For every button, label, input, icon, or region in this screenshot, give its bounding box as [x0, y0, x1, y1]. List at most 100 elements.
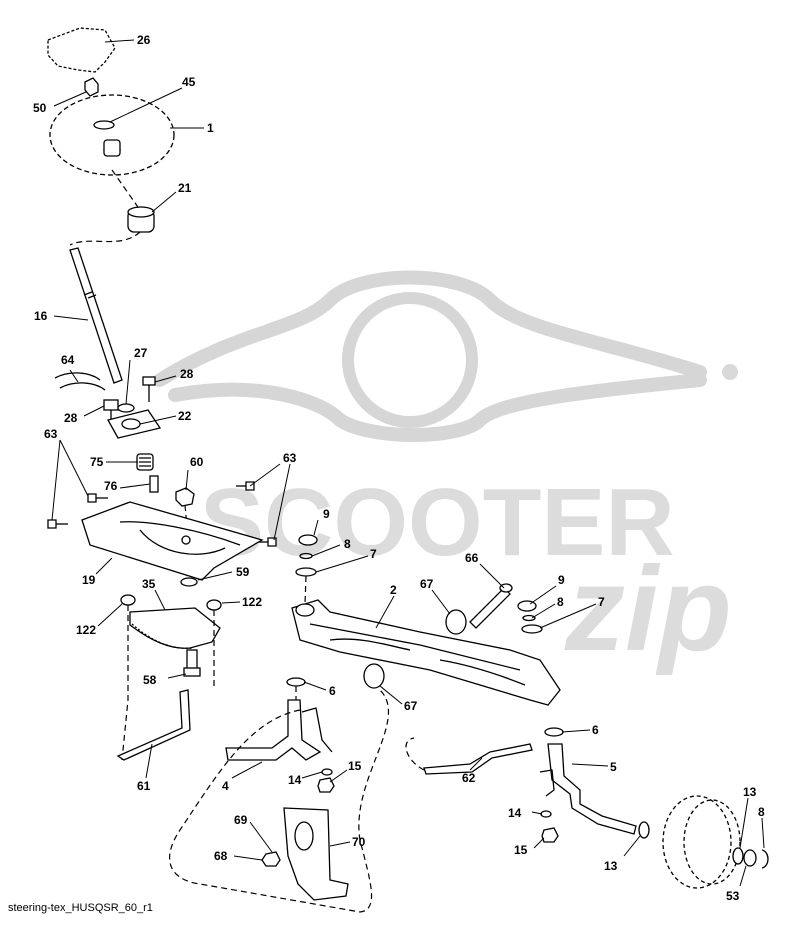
callout-62: 62 — [462, 771, 476, 785]
callout-60: 60 — [190, 455, 204, 469]
steering-adapter-part — [127, 206, 155, 233]
steering-cover-part — [47, 27, 116, 73]
drag-link-part — [116, 689, 191, 761]
bolt-part — [87, 493, 108, 503]
washer-part — [544, 727, 564, 737]
ring-part — [522, 614, 536, 622]
washer-part — [521, 624, 543, 634]
bolt-part — [183, 649, 201, 677]
nut-part — [541, 827, 559, 843]
cap-part — [298, 534, 318, 546]
callout-2: 2 — [390, 583, 397, 597]
washer-part — [732, 847, 744, 865]
steering-shaft-part — [69, 247, 123, 384]
cotter-pin-part — [54, 372, 106, 391]
pivot-bolt-part — [469, 583, 513, 629]
callout-50: 50 — [33, 101, 47, 115]
ring-part — [761, 849, 769, 869]
watermark-text-main: SCOOTER — [200, 469, 675, 576]
assembly-line — [69, 231, 141, 246]
callout-14-left: 14 — [288, 773, 302, 787]
assembly-line — [405, 737, 425, 771]
nut-part — [175, 487, 195, 507]
diagram-caption: steering-tex_HUSQSR_60_r1 — [8, 902, 153, 914]
spacer-part — [445, 609, 467, 635]
callout-58: 58 — [143, 673, 157, 687]
callout-1: 1 — [207, 121, 214, 135]
tie-rod-part — [423, 743, 533, 775]
sector-gear-part — [129, 607, 221, 649]
assembly-line — [121, 605, 129, 761]
callout-28-left: 28 — [64, 411, 78, 425]
washer-part — [117, 403, 135, 413]
washer-part — [295, 567, 317, 577]
callout-66: 66 — [465, 551, 479, 565]
callout-63-right: 63 — [283, 451, 297, 465]
steering-plate-part — [81, 501, 264, 581]
bushing-bracket-part — [107, 409, 162, 439]
callout-8-right: 8 — [557, 595, 564, 609]
callout-64: 64 — [61, 353, 75, 367]
watermark-text-zip: zip — [564, 542, 732, 676]
washer-part — [540, 810, 552, 818]
bolt-part — [142, 376, 156, 402]
spindle-part — [539, 743, 637, 835]
callout-6-right: 6 — [592, 723, 599, 737]
bolt-part — [47, 519, 68, 529]
watermark-logo: SCOOTER zip — [153, 270, 738, 676]
steering-bracket-part — [283, 807, 349, 901]
nut-part — [261, 851, 281, 867]
callout-122-right: 122 — [242, 595, 262, 609]
callout-75: 75 — [90, 455, 104, 469]
callout-76: 76 — [104, 479, 118, 493]
steering-washer-part — [93, 120, 115, 130]
callout-13-right: 13 — [743, 785, 757, 799]
callout-5: 5 — [610, 760, 617, 774]
assembly-line — [184, 504, 189, 539]
callout-67-top: 67 — [420, 577, 434, 591]
callout-9-right: 9 — [558, 573, 565, 587]
assembly-line — [304, 575, 307, 605]
callout-6-left: 6 — [329, 684, 336, 698]
callout-15-left: 15 — [348, 759, 362, 773]
washer-part — [180, 577, 198, 587]
callout-61: 61 — [137, 779, 151, 793]
nut-part — [317, 777, 335, 793]
spacer-part — [363, 663, 385, 689]
callout-14-right: 14 — [508, 806, 522, 820]
callout-69: 69 — [234, 813, 248, 827]
leader-lines — [51, 39, 765, 887]
callout-9-left: 9 — [323, 507, 330, 521]
callout-63-left: 63 — [44, 427, 58, 441]
washer-part — [638, 821, 650, 839]
callout-7-left: 7 — [370, 547, 377, 561]
callout-4: 4 — [222, 779, 229, 793]
callout-27: 27 — [134, 346, 148, 360]
bushing-part — [120, 594, 136, 606]
assembly-line — [169, 689, 390, 913]
callout-70: 70 — [352, 835, 366, 849]
callout-26: 26 — [137, 33, 151, 47]
bushing-part — [206, 599, 222, 611]
wheel-part — [662, 795, 741, 889]
callout-68: 68 — [214, 849, 228, 863]
cap-part — [743, 849, 757, 867]
washer-part — [286, 677, 306, 687]
callout-13-left: 13 — [604, 859, 618, 873]
callout-45: 45 — [182, 75, 196, 89]
cap-part — [517, 600, 537, 612]
callout-122-left: 122 — [76, 623, 96, 637]
steering-nut-part — [84, 77, 99, 97]
callout-19: 19 — [82, 573, 96, 587]
washer-part — [321, 768, 333, 776]
front-axle-part — [291, 599, 561, 706]
spindle-part — [225, 699, 333, 761]
callout-59: 59 — [236, 565, 250, 579]
callout-67-bottom: 67 — [404, 699, 418, 713]
callout-53: 53 — [726, 889, 740, 903]
callout-labels: 26 50 45 1 21 16 64 27 28 28 22 63 63 75… — [33, 33, 765, 903]
callout-7-right: 7 — [598, 595, 605, 609]
callout-16: 16 — [34, 309, 48, 323]
callout-15-right: 15 — [514, 843, 528, 857]
